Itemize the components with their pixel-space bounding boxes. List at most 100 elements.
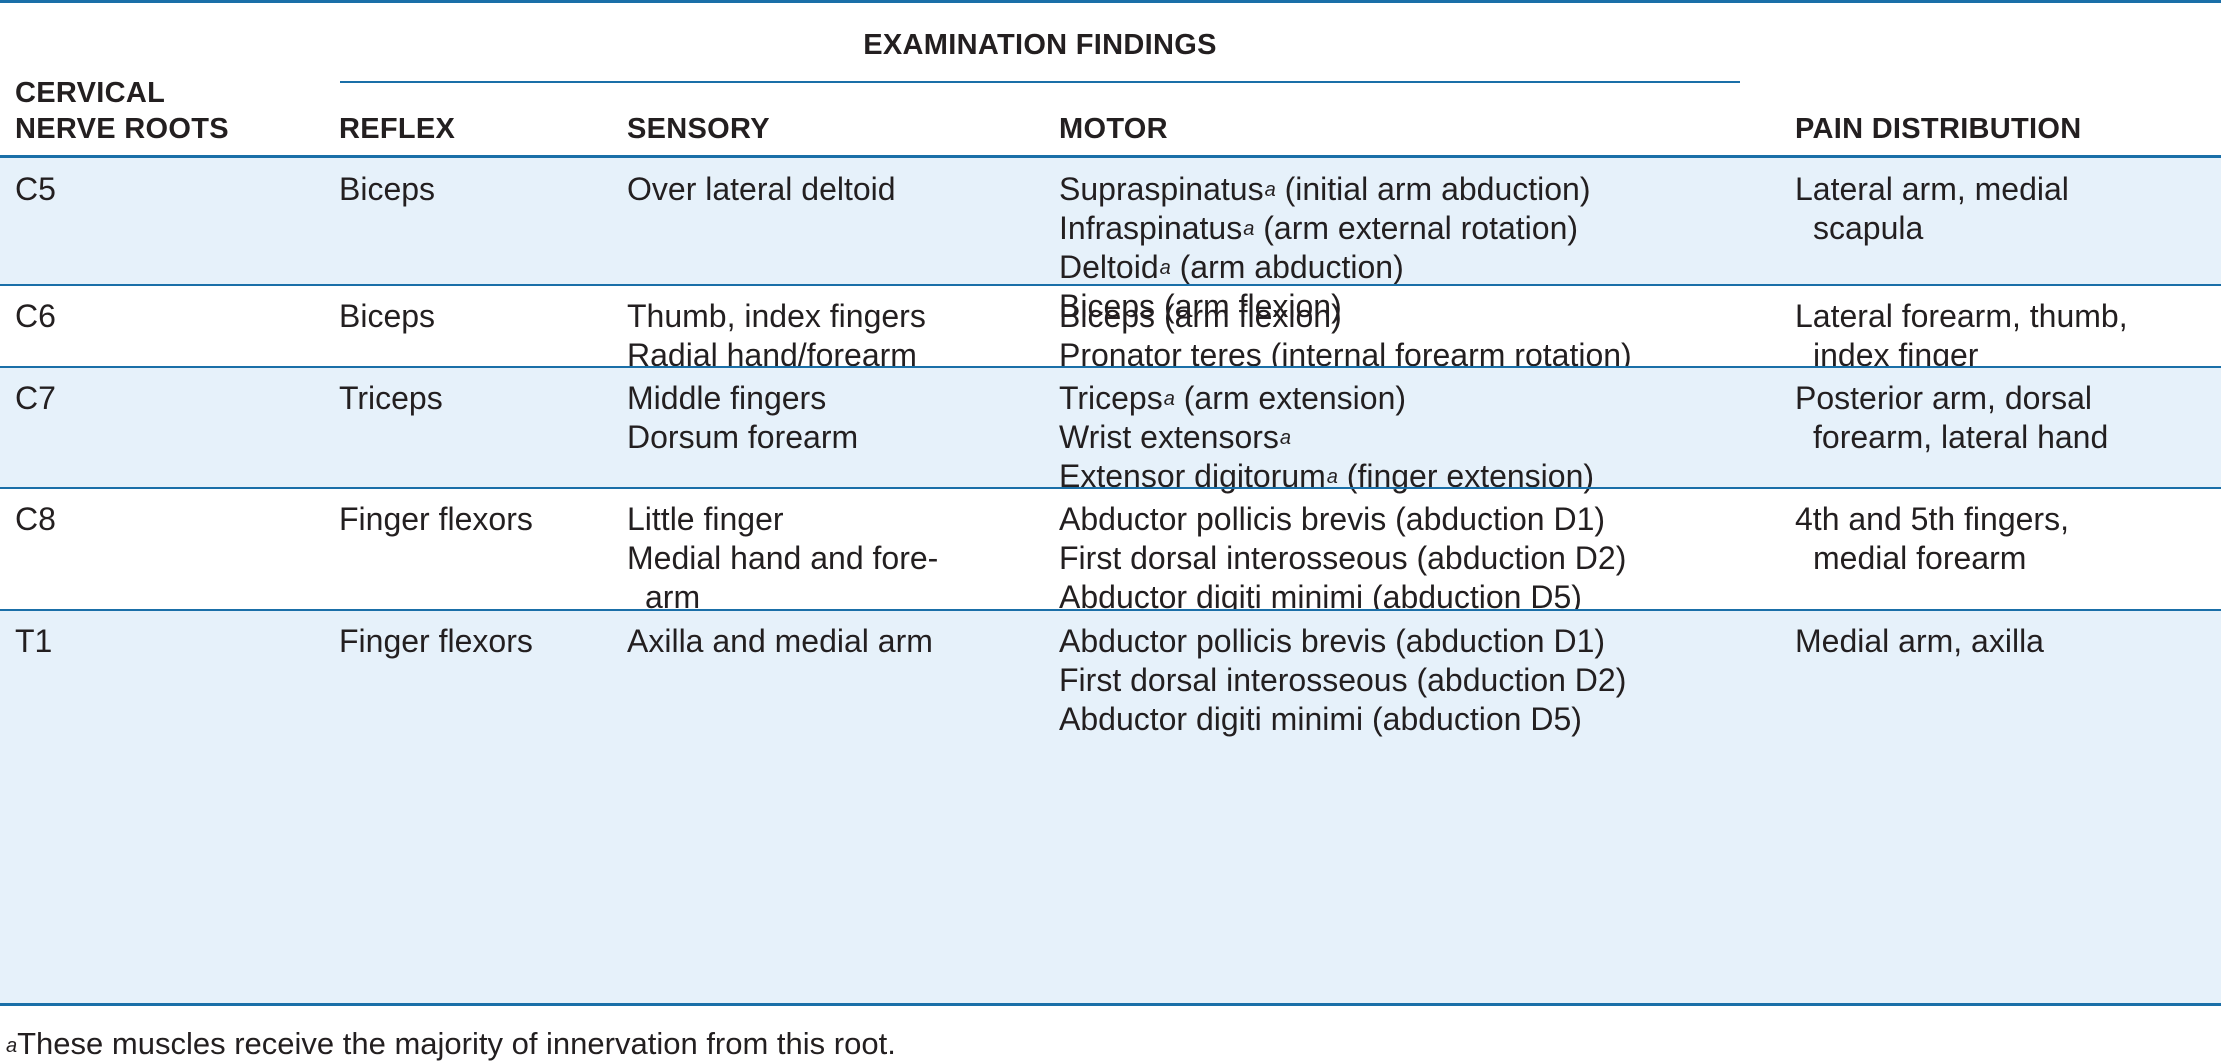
cell-root: C6 bbox=[15, 297, 56, 336]
cell-reflex: Triceps bbox=[339, 379, 443, 418]
muscle-name: Triceps bbox=[1059, 380, 1163, 416]
cell-motor: Supraspinatusa (initial arm abduction)In… bbox=[1059, 170, 1591, 326]
muscle-action: (arm external rotation) bbox=[1254, 210, 1579, 246]
row-divider bbox=[0, 487, 2221, 489]
root-label: C5 bbox=[15, 171, 56, 207]
sensory-line: Thumb, index fingers bbox=[627, 298, 926, 334]
motor-line: Deltoida (arm abduction) bbox=[1059, 248, 1591, 287]
motor-line: Biceps (arm flexion) bbox=[1059, 297, 1632, 336]
motor-line: First dorsal interosseous (abduction D2) bbox=[1059, 661, 1626, 700]
pain-line: 4th and 5th fingers, bbox=[1795, 501, 2069, 537]
footnote-marker: a bbox=[1326, 466, 1338, 488]
motor-line: Supraspinatusa (initial arm abduction) bbox=[1059, 170, 1591, 209]
cell-root: T1 bbox=[15, 622, 52, 661]
muscle-name: Biceps bbox=[1059, 288, 1156, 324]
muscle-name: First dorsal interosseous bbox=[1059, 540, 1408, 576]
footnote-text: These muscles receive the majority of in… bbox=[17, 1026, 896, 1061]
cell-sensory: Axilla and medial arm bbox=[627, 622, 933, 661]
table-top-rule bbox=[0, 0, 2221, 3]
muscle-action: (arm abduction) bbox=[1170, 249, 1404, 285]
motor-line: First dorsal interosseous (abduction D2) bbox=[1059, 539, 1626, 578]
motor-line: Biceps (arm flexion) bbox=[1059, 287, 1591, 326]
reflex-text: Biceps bbox=[339, 171, 436, 207]
reflex-text: Biceps bbox=[339, 298, 436, 334]
table-bottom-rule bbox=[0, 1003, 2221, 1006]
muscle-name: Biceps bbox=[1059, 298, 1156, 334]
muscle-name: Deltoid bbox=[1059, 249, 1159, 285]
header-roots-line-1: CERVICAL bbox=[15, 77, 166, 109]
muscle-name: Abductor digiti minimi bbox=[1059, 701, 1364, 737]
examination-findings-header: EXAMINATION FINDINGS bbox=[863, 29, 1217, 61]
cell-motor: Tricepsa (arm extension)Wrist extensorsa… bbox=[1059, 379, 1594, 496]
header-bottom-rule bbox=[0, 155, 2221, 158]
footnote-marker: a bbox=[1264, 179, 1276, 201]
motor-line: Infraspinatusa (arm external rotation) bbox=[1059, 209, 1591, 248]
sensory-line: Middle fingers bbox=[627, 380, 827, 416]
sensory-line: Over lateral deltoid bbox=[627, 171, 896, 207]
root-label: C6 bbox=[15, 298, 56, 334]
muscle-name: Abductor pollicis brevis bbox=[1059, 623, 1387, 659]
cell-pain-distribution: Lateral forearm, thumb,index finger bbox=[1795, 297, 2128, 375]
pain-line: medial forearm bbox=[1813, 540, 2027, 576]
muscle-action: (abduction D5) bbox=[1363, 701, 1582, 737]
footnote: aThese muscles receive the majority of i… bbox=[6, 1026, 896, 1062]
motor-line: Abductor pollicis brevis (abduction D1) bbox=[1059, 500, 1626, 539]
muscle-name: Supraspinatus bbox=[1059, 171, 1264, 207]
pain-line: scapula bbox=[1813, 210, 1924, 246]
cell-root: C7 bbox=[15, 379, 56, 418]
pain-line: Posterior arm, dorsal bbox=[1795, 380, 2092, 416]
muscle-name: First dorsal interosseous bbox=[1059, 662, 1408, 698]
root-label: C8 bbox=[15, 501, 56, 537]
pain-line: Lateral forearm, thumb, bbox=[1795, 298, 2128, 334]
muscle-name: Infraspinatus bbox=[1059, 210, 1243, 246]
cell-pain-distribution: 4th and 5th fingers,medial forearm bbox=[1795, 500, 2069, 578]
muscle-action: (initial arm abduction) bbox=[1275, 171, 1591, 207]
muscle-action: (abduction D1) bbox=[1386, 501, 1606, 537]
reflex-text: Triceps bbox=[339, 380, 443, 416]
root-label: T1 bbox=[15, 623, 53, 659]
reflex-text: Finger flexors bbox=[339, 623, 533, 659]
sensory-line: Axilla and medial arm bbox=[627, 623, 933, 659]
muscle-action: (abduction D2) bbox=[1407, 540, 1627, 576]
muscle-action: (arm flexion) bbox=[1155, 288, 1342, 324]
row-divider bbox=[0, 366, 2221, 368]
header-roots-line-2: NERVE ROOTS bbox=[15, 113, 229, 145]
group-header-underline bbox=[340, 81, 1740, 83]
row-divider bbox=[0, 284, 2221, 286]
cell-root: C5 bbox=[15, 170, 56, 209]
motor-line: Wrist extensorsa bbox=[1059, 418, 1594, 457]
cell-root: C8 bbox=[15, 500, 56, 539]
footnote-marker: a bbox=[1279, 427, 1292, 449]
pain-line: forearm, lateral hand bbox=[1813, 419, 2109, 455]
header-sensory: SENSORY bbox=[627, 113, 770, 145]
sensory-line: Dorsum forearm bbox=[627, 419, 859, 455]
cell-sensory: Over lateral deltoid bbox=[627, 170, 896, 209]
sensory-line: Little finger bbox=[627, 501, 784, 537]
muscle-action: (arm flexion) bbox=[1155, 298, 1342, 334]
muscle-name: Wrist extensors bbox=[1059, 419, 1279, 455]
cell-reflex: Finger flexors bbox=[339, 622, 533, 661]
footnote-marker: a bbox=[1243, 218, 1255, 240]
muscle-action: (abduction D1) bbox=[1386, 623, 1606, 659]
cell-motor: Biceps (arm flexion)Pronator teres (inte… bbox=[1059, 297, 1632, 375]
motor-line: Abductor digiti minimi (abduction D5) bbox=[1059, 700, 1626, 739]
reflex-text: Finger flexors bbox=[339, 501, 533, 537]
cell-pain-distribution: Medial arm, axilla bbox=[1795, 622, 2044, 661]
cell-reflex: Biceps bbox=[339, 297, 435, 336]
cell-reflex: Biceps bbox=[339, 170, 435, 209]
root-label: C7 bbox=[15, 380, 56, 416]
header-reflex: REFLEX bbox=[339, 113, 456, 145]
muscle-name: Abductor pollicis brevis bbox=[1059, 501, 1387, 537]
cell-reflex: Finger flexors bbox=[339, 500, 533, 539]
pain-line: Medial arm, axilla bbox=[1795, 623, 2044, 659]
